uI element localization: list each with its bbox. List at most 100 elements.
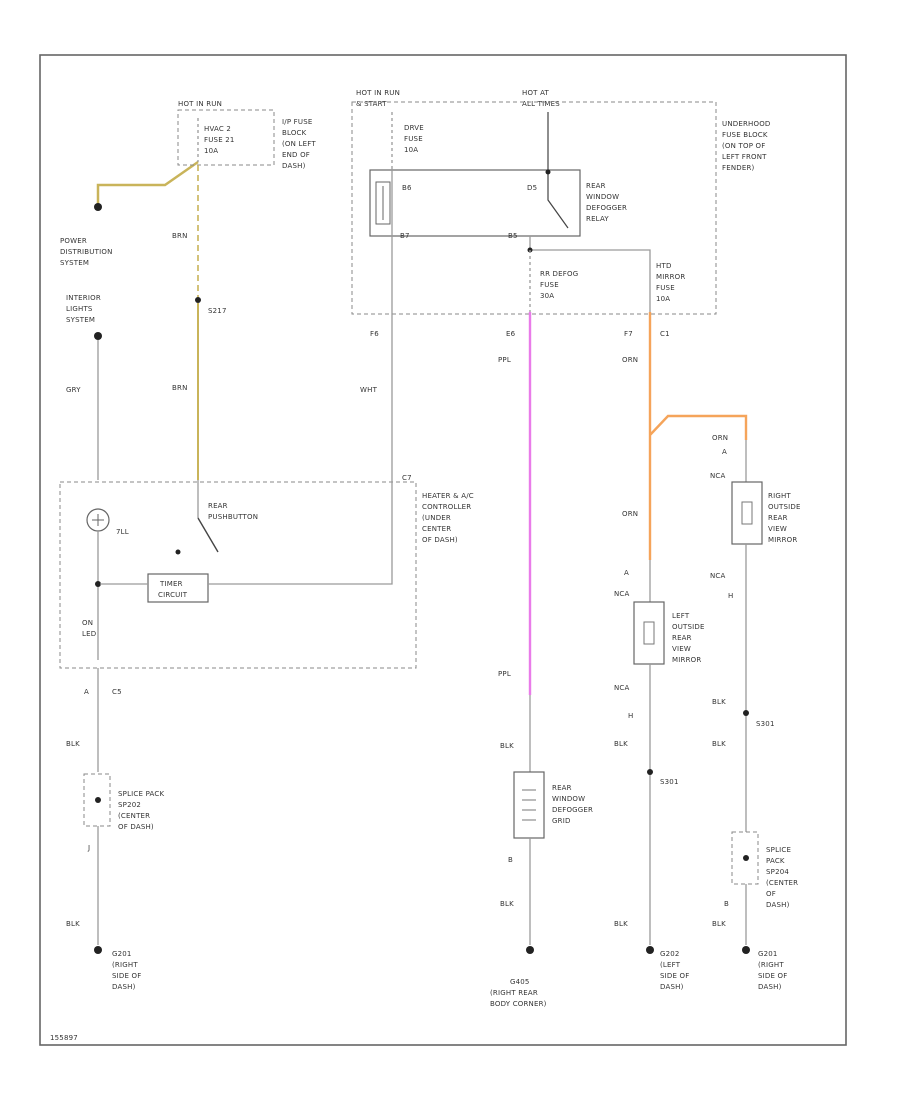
hot-in-run-left: HOT IN RUN	[178, 100, 222, 108]
blk-label-lm-2: BLK	[614, 920, 628, 928]
blk-label-rm-3: BLK	[712, 920, 726, 928]
splice-pack-sp202-box	[83, 773, 111, 827]
orn-label-3: ORN	[712, 434, 728, 442]
sp204-3: SP204	[766, 868, 789, 876]
right-mirror-1: RIGHT	[768, 492, 791, 500]
interior-lights-3: SYSTEM	[66, 316, 95, 324]
sp204-node	[743, 855, 749, 861]
timer-circuit-box	[147, 573, 209, 603]
relay-pin-b7: B7	[400, 232, 410, 240]
right-mirror-2: OUTSIDE	[768, 503, 801, 511]
conn-c1: C1	[660, 330, 670, 338]
wht-label: WHT	[360, 386, 378, 394]
ip-fuse-block-5: DASH)	[282, 162, 306, 170]
timer-2: CIRCUIT	[158, 591, 188, 599]
right-mirror-heater-icon	[741, 501, 753, 525]
rr-defog-fuse-2: FUSE	[540, 281, 559, 289]
blk-label-rm-2: BLK	[712, 740, 726, 748]
defog-grid-2: WINDOW	[552, 795, 585, 803]
conn-a-left: A	[84, 688, 89, 696]
left-mirror-box	[633, 601, 665, 665]
hvac-ctrl-3: (UNDER	[422, 514, 451, 522]
right-mirror-box	[731, 481, 763, 545]
rear-pushbutton-1: REAR	[208, 502, 228, 510]
sp202-node	[95, 797, 101, 803]
defog-grid-3: DEFOGGER	[552, 806, 593, 814]
g201l-2: (RIGHT	[112, 961, 138, 969]
conn-c5: C5	[112, 688, 122, 696]
g201r-3: SIDE OF	[758, 972, 787, 980]
s301-right-label: S301	[756, 720, 775, 728]
defogger-grid-box	[513, 771, 545, 839]
sp202-4: OF DASH)	[118, 823, 154, 831]
rr-defog-fuse-1: RR DEFOG	[540, 270, 578, 278]
blk-label-grid-1: BLK	[500, 742, 514, 750]
conn-h-rm: H	[728, 592, 733, 600]
left-mirror-heater-icon	[643, 621, 655, 645]
interior-lights-2: LIGHTS	[66, 305, 93, 313]
htd-mirror-fuse-3: FUSE	[656, 284, 675, 292]
right-mirror-3: REAR	[768, 514, 788, 522]
g201r-1: G201	[758, 950, 778, 958]
g201l-3: SIDE OF	[112, 972, 141, 980]
hvac-ctrl-2: CONTROLLER	[422, 503, 471, 511]
ground-g201-left	[94, 946, 102, 954]
htd-mirror-fuse-2: MIRROR	[656, 273, 685, 281]
relay-label-4: RELAY	[586, 215, 609, 223]
on-led-1: ON	[82, 619, 93, 627]
defogger-relay-box	[369, 169, 581, 237]
splice-s301-right	[743, 710, 749, 716]
splice-s217-label: S217	[208, 307, 227, 315]
mirror-fuse-feed	[530, 249, 651, 312]
brn-label-1: BRN	[172, 232, 188, 240]
underhood-5: FENDER)	[722, 164, 755, 172]
sp204-1: SPLICE	[766, 846, 791, 854]
sp204-5: OF	[766, 890, 776, 898]
power-dist-connector	[94, 203, 102, 211]
power-dist-label-3: SYSTEM	[60, 259, 89, 267]
blk-label-2: BLK	[66, 920, 80, 928]
led-filament-icon	[92, 514, 104, 526]
s301-left-label: S301	[660, 778, 679, 786]
relay-label-2: WINDOW	[586, 193, 619, 201]
g202-1: G202	[660, 950, 680, 958]
conn-f7: F7	[624, 330, 633, 338]
hvac-controller-box	[59, 481, 417, 669]
left-mirror-3: REAR	[672, 634, 692, 642]
ip-fuse-label-3: 10A	[204, 147, 218, 155]
g201l-4: DASH)	[112, 983, 136, 991]
underhood-4: LEFT FRONT	[722, 153, 767, 161]
conn-e6: E6	[506, 330, 516, 338]
conn-b-grid: B	[508, 856, 513, 864]
ip-fuse-label-2: FUSE 21	[204, 136, 235, 144]
right-mirror-5: MIRROR	[768, 536, 797, 544]
orn-label-1: ORN	[622, 356, 638, 364]
ip-fuse-block-box	[177, 109, 275, 166]
ip-fuse-block-1: I/P FUSE	[282, 118, 313, 126]
g201r-4: DASH)	[758, 983, 782, 991]
relay-label-1: REAR	[586, 182, 606, 190]
g201r-2: (RIGHT	[758, 961, 784, 969]
underhood-1: UNDERHOOD	[722, 120, 771, 128]
hvac-ctrl-5: OF DASH)	[422, 536, 458, 544]
hvac-ctrl-4: CENTER	[422, 525, 451, 533]
sp204-6: DASH)	[766, 901, 790, 909]
splice-s217	[195, 297, 201, 303]
hvac-ctrl-1: HEATER & A/C	[422, 492, 474, 500]
hot-run-start-2: & START	[356, 100, 387, 108]
g201l-1: G201	[112, 950, 132, 958]
underhood-2: FUSE BLOCK	[722, 131, 768, 139]
interior-lights-1: INTERIOR	[66, 294, 101, 302]
orn-wire	[648, 312, 748, 560]
bulb-label: 7LL	[116, 528, 129, 536]
g202-3: SIDE OF	[660, 972, 689, 980]
diagram-frame	[39, 54, 847, 1046]
relay-pin-b5: B5	[508, 232, 518, 240]
rr-defog-fuse-3: 30A	[540, 292, 554, 300]
timer-wht-wire	[208, 480, 393, 585]
led-junction	[95, 581, 101, 587]
hot-all-times-2: ALL TIMES	[522, 100, 560, 108]
sp202-2: SP202	[118, 801, 141, 809]
sp202-1: SPLICE PACK	[118, 790, 164, 798]
ground-g201-right	[742, 946, 750, 954]
